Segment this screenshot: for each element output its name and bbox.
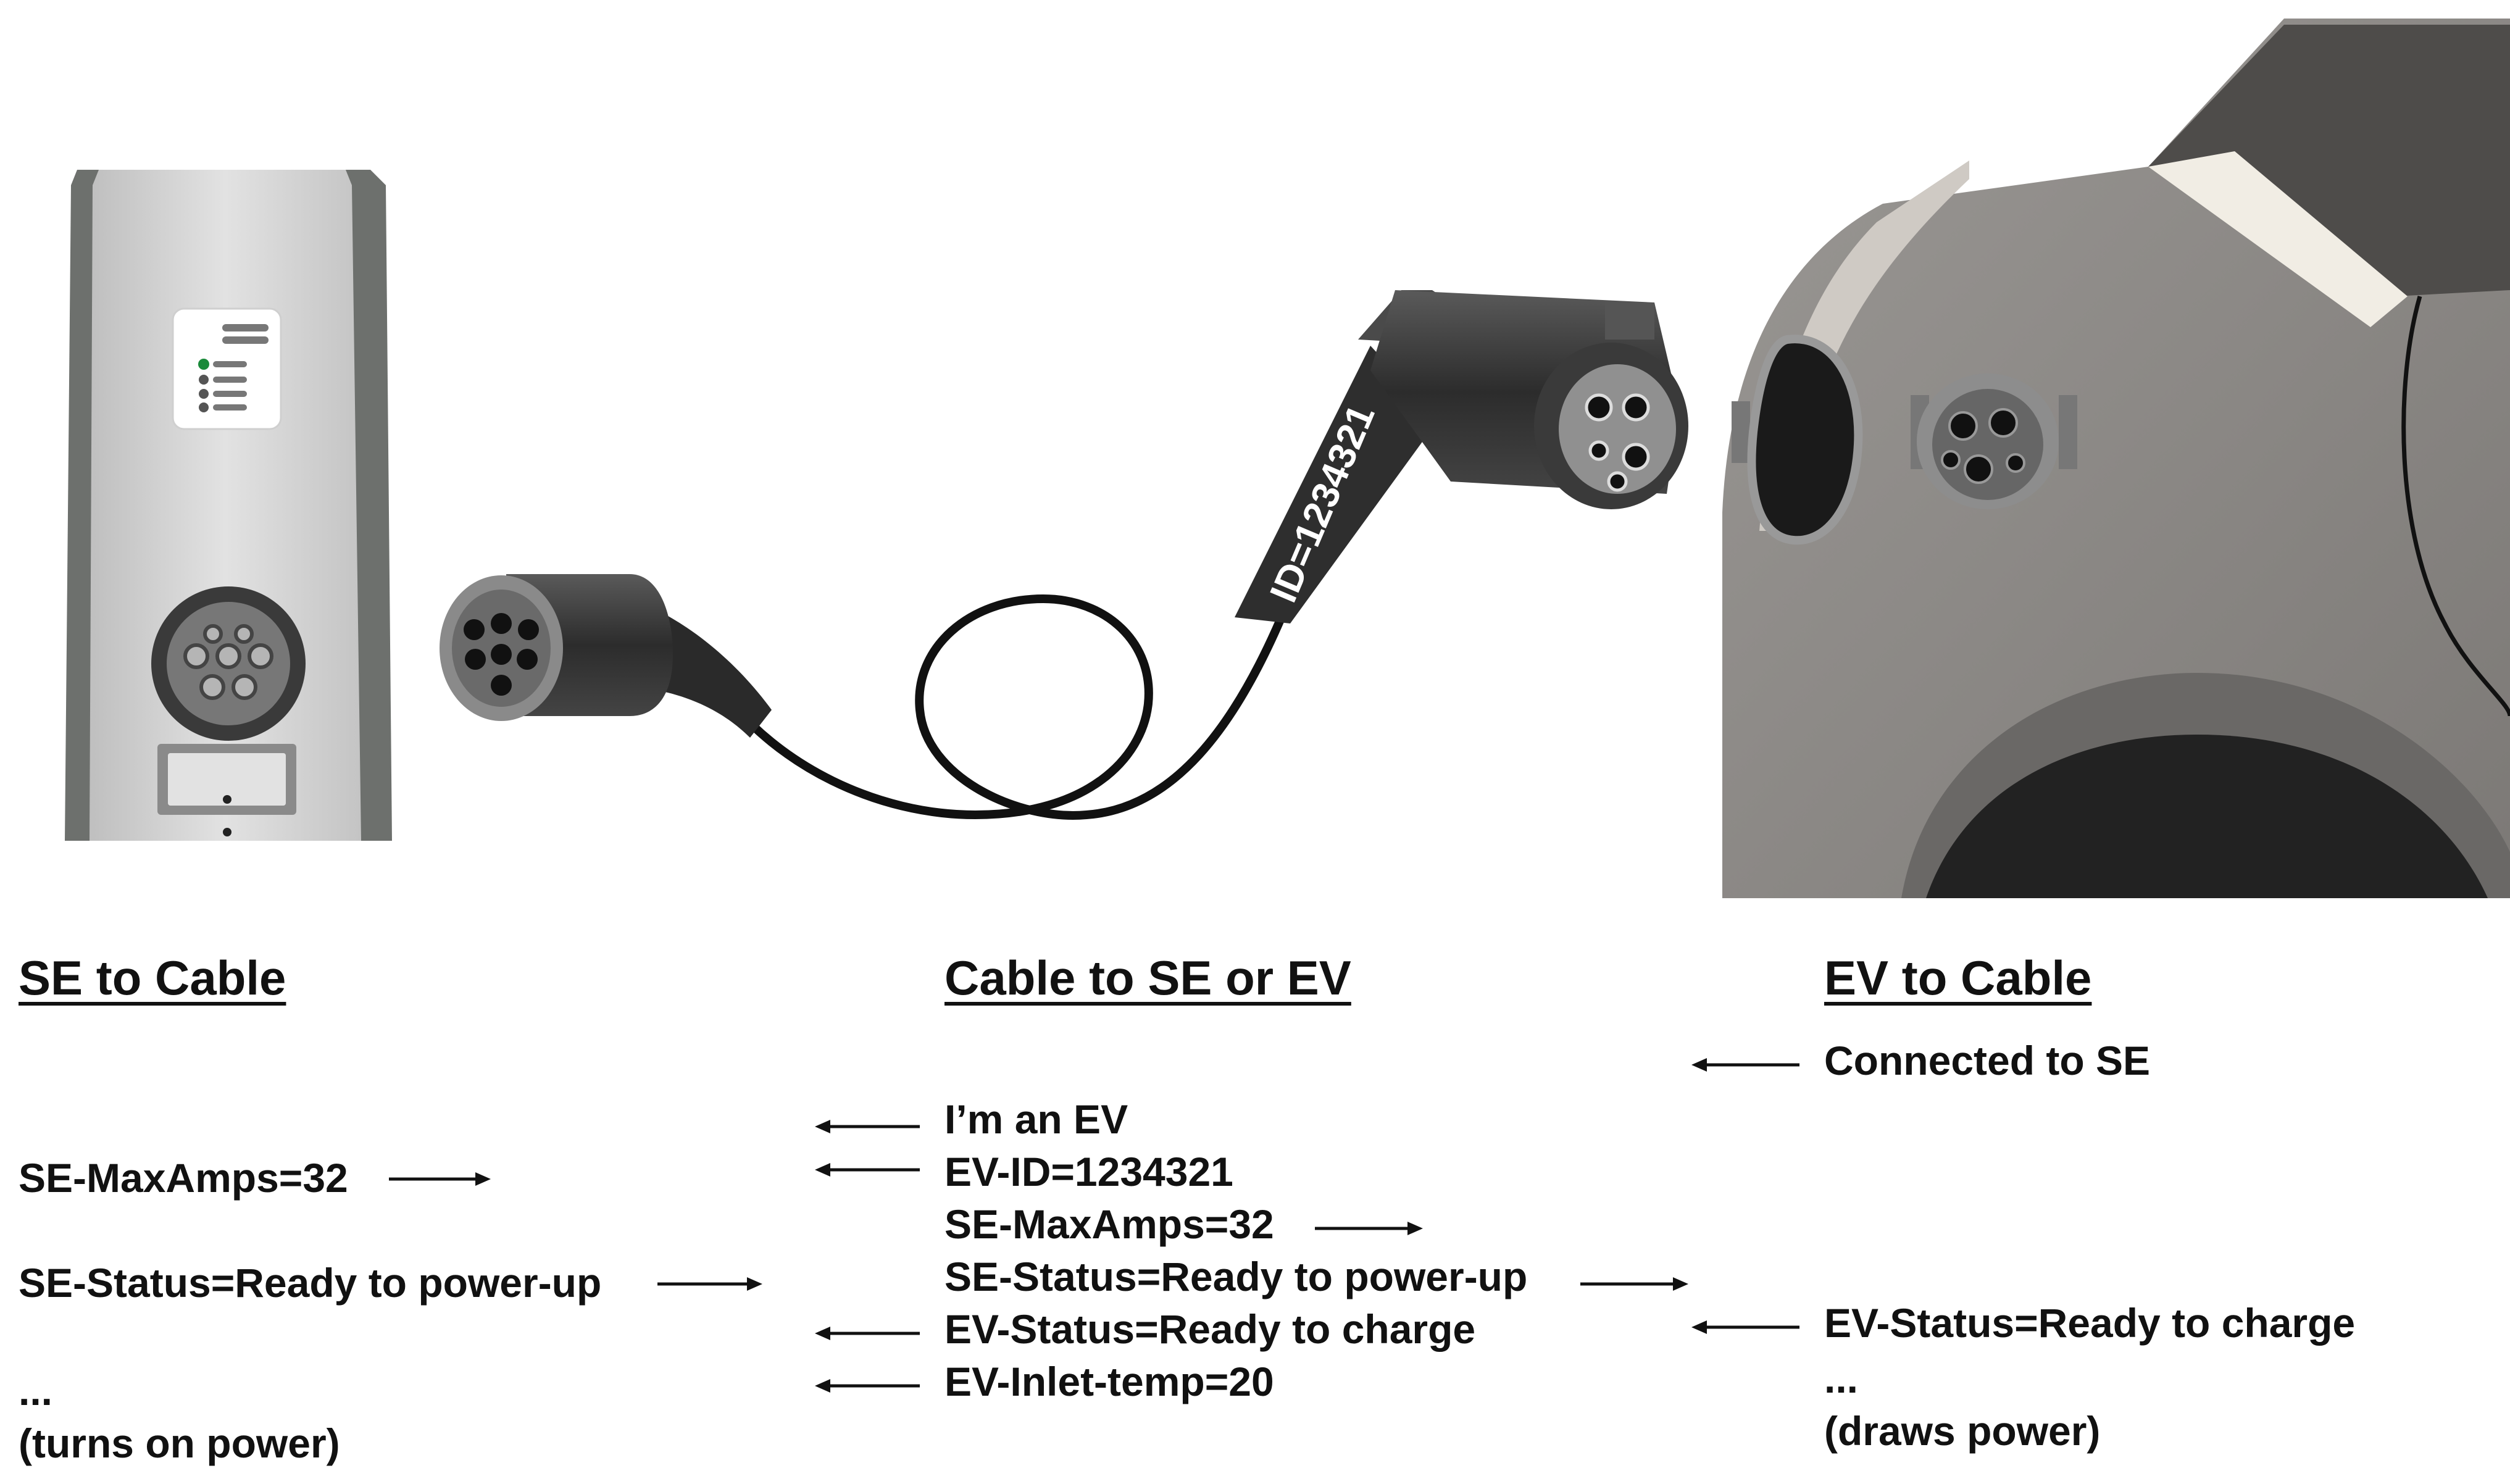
ev-msg-status: EV-Status=Ready to charge	[1824, 1300, 2356, 1346]
arrow-left-icon	[815, 1324, 920, 1343]
arrow-right-icon	[1315, 1219, 1423, 1238]
ev-msg-connected: Connected to SE	[1824, 1038, 2151, 1083]
se-msg-maxamps: SE-MaxAmps=32	[19, 1155, 348, 1201]
arrow-left-icon	[1691, 1056, 1799, 1074]
cable-msg-ev-status: EV-Status=Ready to charge	[944, 1306, 1476, 1352]
se-msg-status: SE-Status=Ready to power-up	[19, 1260, 602, 1306]
ev-msg-ellipsis: ...	[1824, 1356, 1859, 1401]
car-inlet	[1732, 335, 2077, 545]
arrow-left-icon	[1691, 1318, 1799, 1336]
cable-msg-se-status: SE-Status=Ready to power-up	[944, 1254, 1528, 1299]
electric-vehicle	[1722, 19, 2510, 898]
type1-connector: ID=1234321	[1235, 290, 1688, 623]
arrow-right-icon	[657, 1275, 762, 1293]
status-led-icon	[198, 359, 209, 370]
cable-msg-im-ev: I’m an EV	[944, 1096, 1128, 1142]
cable-msg-ev-id: EV-ID=1234321	[944, 1149, 1233, 1194]
arrow-left-icon	[815, 1117, 920, 1136]
ev-column-heading: EV to Cable	[1824, 951, 2092, 1005]
cable-msg-maxamps: SE-MaxAmps=32	[944, 1201, 1274, 1247]
cable-msg-inlet-temp: EV-Inlet-temp=20	[944, 1359, 1274, 1404]
se-msg-power: (turns on power)	[19, 1420, 340, 1466]
type2-connector	[440, 574, 772, 738]
arrow-right-icon	[389, 1170, 491, 1188]
se-msg-ellipsis: ...	[19, 1368, 53, 1414]
charging-station	[65, 170, 392, 841]
charging-cable	[718, 594, 1288, 820]
arrow-right-icon	[1580, 1275, 1688, 1293]
se-column-heading: SE to Cable	[19, 951, 286, 1005]
arrow-left-icon	[815, 1161, 920, 1179]
ev-msg-power: (draws power)	[1824, 1408, 2101, 1454]
arrow-left-icon	[815, 1377, 920, 1395]
cable-column-heading: Cable to SE or EV	[944, 951, 1351, 1005]
